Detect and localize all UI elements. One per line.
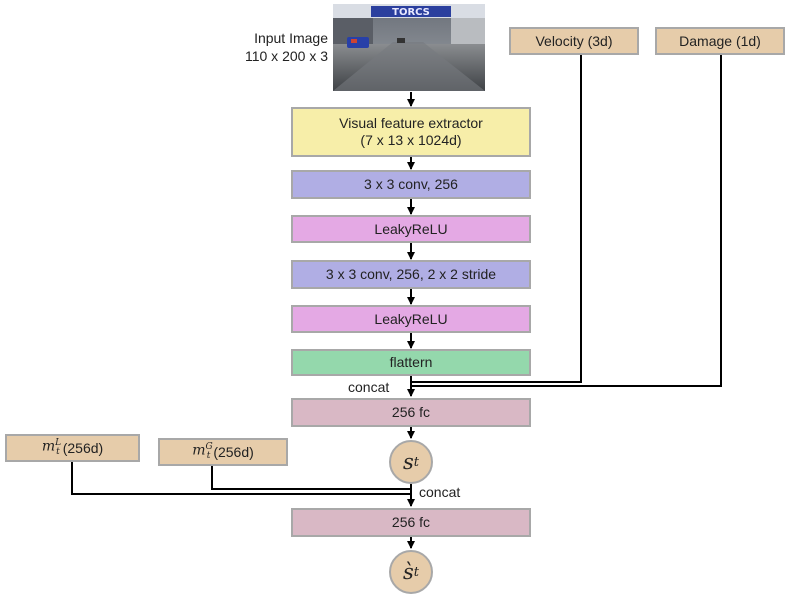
leaky-relu2-label: LeakyReLU (374, 310, 448, 327)
wire-local-memory-to-concat (71, 462, 411, 495)
predicted-state-node: s̀t (389, 550, 433, 594)
conv2-block: 3 x 3 conv, 256, 2 x 2 stride (291, 260, 531, 289)
feature-extractor-size: (7 x 13 x 1024d) (360, 132, 462, 148)
state-subscript: t (413, 454, 419, 470)
fc1-label: 256 fc (391, 404, 431, 420)
flatten-block: flattern (291, 349, 531, 376)
fc2-block: 256 fc (291, 508, 531, 537)
global-memory-box: mGt (256d) (158, 438, 288, 466)
visual-feature-extractor-block: Visual feature extractor (7 x 13 x 1024d… (291, 107, 531, 157)
feature-extractor-title: Visual feature extractor (339, 115, 483, 131)
concat-label-2: concat (419, 484, 461, 500)
input-image-photo: TORCS (333, 4, 485, 91)
conv1-block: 3 x 3 conv, 256 (291, 170, 531, 199)
flatten-label: flattern (389, 354, 433, 370)
local-memory-box: mLt (256d) (5, 434, 140, 462)
leaky-relu2-block: LeakyReLU (291, 305, 531, 333)
global-memory-symbol: mGt (192, 441, 213, 462)
local-memory-dim: (256d) (62, 439, 104, 456)
leaky-relu1-label: LeakyReLU (374, 220, 448, 237)
wire-velocity-to-concat (411, 55, 582, 383)
wire-damage-to-concat (411, 55, 722, 387)
global-memory-dim: (256d) (213, 443, 254, 460)
input-image-label: Input Image 110 x 200 x 3 (236, 29, 328, 65)
damage-label: Damage (1d) (679, 32, 761, 49)
predicted-state-subscript: t (413, 564, 419, 580)
local-memory-symbol: mLt (41, 437, 62, 458)
state-symbol: s (402, 450, 414, 474)
predicted-state-symbol: s̀ (402, 560, 414, 584)
conv2-label: 3 x 3 conv, 256, 2 x 2 stride (325, 266, 497, 282)
damage-input-box: Damage (1d) (655, 27, 785, 55)
wire-global-memory-to-concat (211, 466, 411, 490)
input-image-size: 110 x 200 x 3 (244, 48, 328, 64)
velocity-input-box: Velocity (3d) (509, 27, 639, 55)
concat-label-1: concat (348, 379, 390, 395)
conv1-label: 3 x 3 conv, 256 (364, 176, 458, 192)
leaky-relu1-block: LeakyReLU (291, 215, 531, 243)
fc1-block: 256 fc (291, 398, 531, 427)
photo-banner-text: TORCS (392, 7, 430, 18)
input-image-title: Input Image (254, 30, 328, 46)
fc2-label: 256 fc (391, 514, 431, 530)
velocity-label: Velocity (3d) (535, 32, 613, 49)
